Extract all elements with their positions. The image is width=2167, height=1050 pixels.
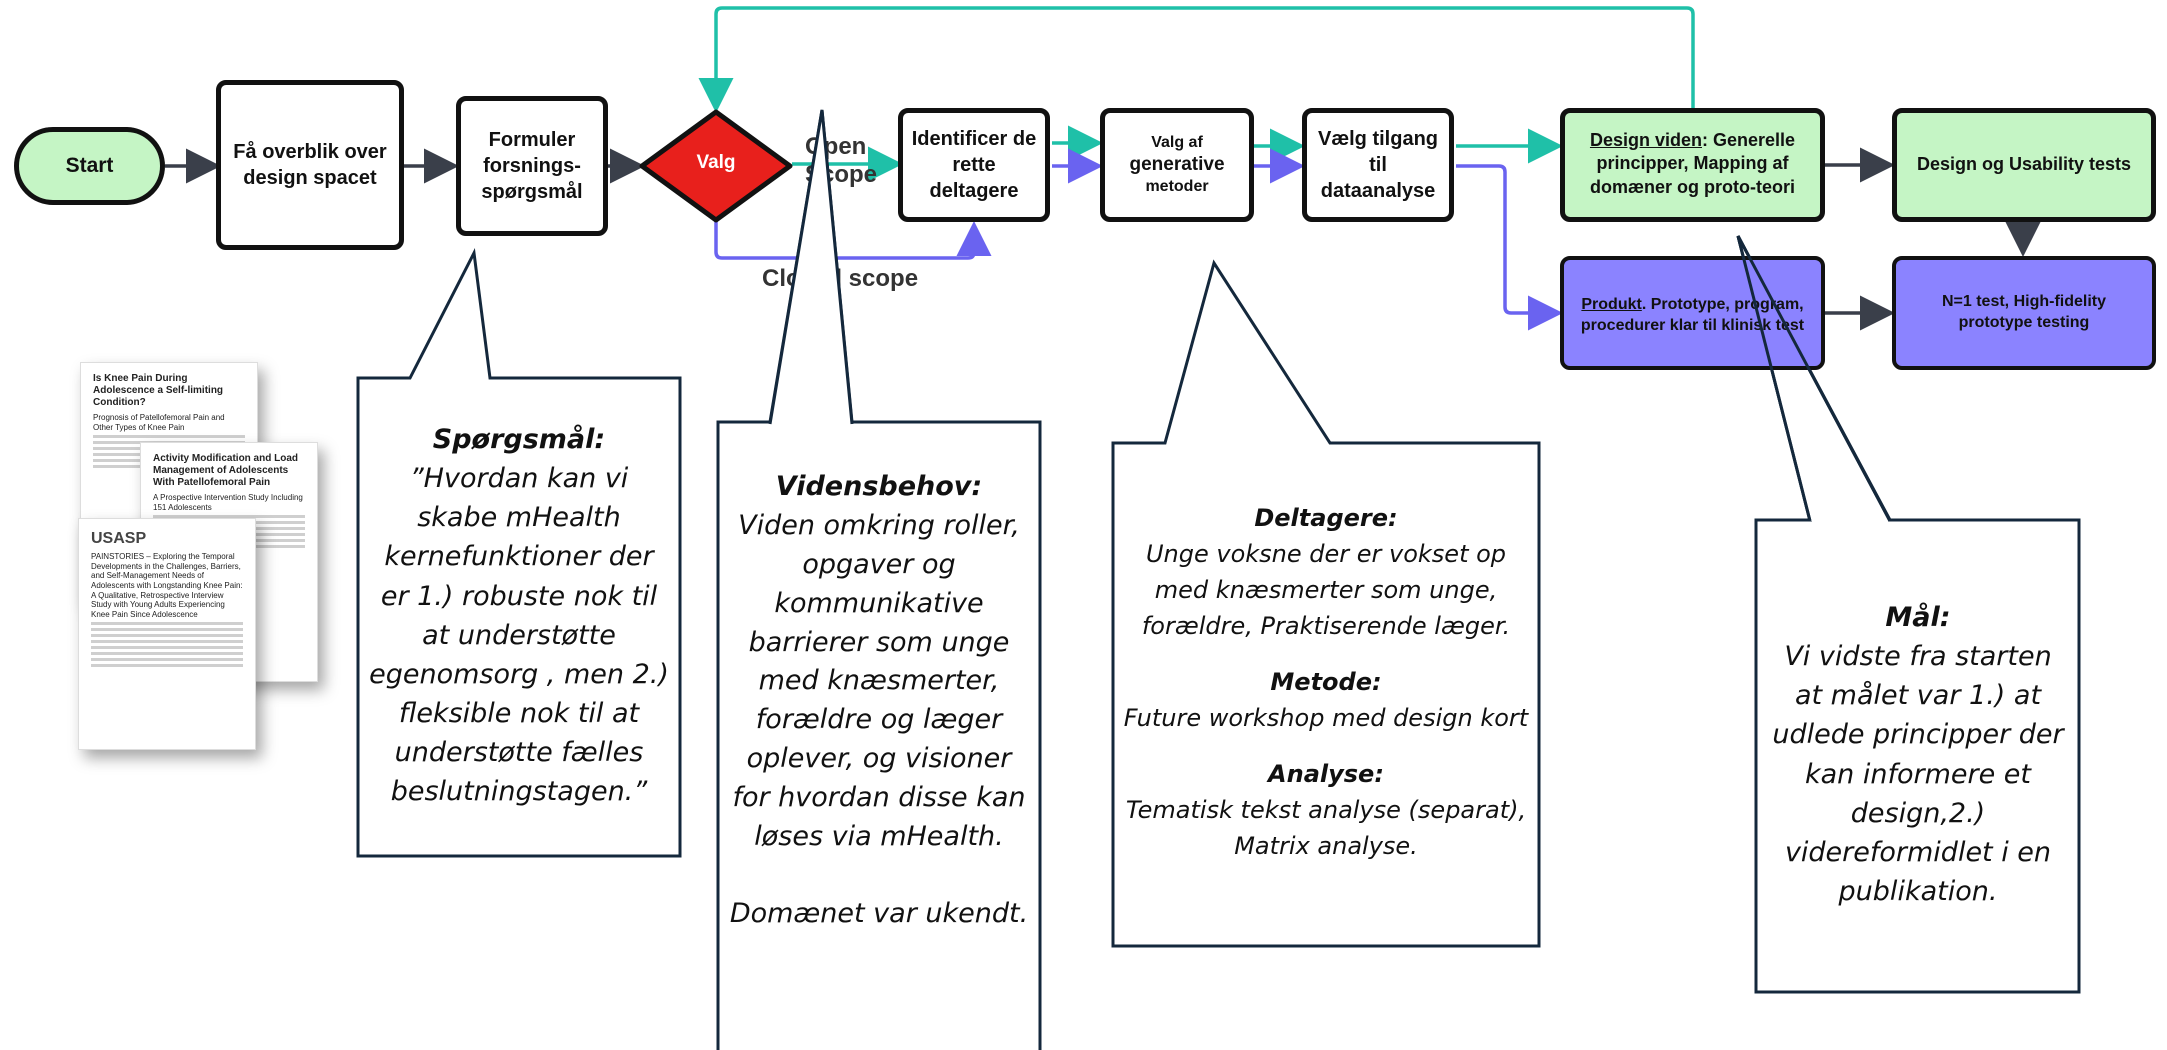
valg-label: Valg [696, 152, 736, 173]
paper-2-subtitle: A Prospective Intervention Study Includi… [153, 493, 303, 512]
valg-generative-node: Valg af generative metoder [1100, 108, 1254, 222]
callout-deltagere-h1: Deltagere: [1254, 504, 1398, 532]
valg-generative-line1: Valg af [1151, 134, 1203, 152]
valg-generative-line2: generative [1129, 154, 1225, 176]
callout-sporgsmal-body: ”Hvordan kan vi skabe mHealth kernefunkt… [369, 463, 669, 808]
valg-diamond [639, 109, 793, 223]
formuler-node: Formuler forsnings-spørgsmål [456, 96, 608, 236]
overblik-node: Få overblik over design spacet [216, 80, 404, 250]
paper-1-subtitle: Prognosis of Patellofemoral Pain and Oth… [93, 413, 225, 432]
callout-deltagere: Deltagere: Unge voksne der er vokset op … [1123, 500, 1529, 864]
callout-analyse-heading: Analyse: [1268, 760, 1384, 788]
produkt-title: Produkt [1581, 296, 1642, 313]
callout-maal-body: Vi vidste fra starten at målet var 1.) a… [1772, 641, 2064, 907]
callout-sporgsmal-shape [356, 248, 682, 858]
callout-sporgsmal-heading: Spørgsmål: [432, 424, 606, 455]
callout-metode-body: Future workshop med design kort [1123, 704, 1529, 732]
callout-analyse-body: Tematisk tekst analyse (separat), Matrix… [1125, 796, 1527, 860]
callout-deltagere-shape [1111, 259, 1541, 948]
callout-vidensbehov: Vidensbehov: Viden omkring roller, opgav… [728, 468, 1030, 934]
n1-test-node: N=1 test, High-fidelity prototype testin… [1892, 256, 2156, 370]
arrow-tilgang-produkt [1456, 164, 1563, 331]
paper-1-title: Is Knee Pain During Adolescence a Self-l… [93, 373, 224, 408]
paper-3-title: USASP [91, 530, 147, 547]
callout-maal: Mål: Vi vidste fra starten at målet var … [1768, 598, 2068, 911]
valg-generative-line3: metoder [1145, 177, 1209, 195]
produkt-node: Produkt. Prototype, program, procedurer … [1560, 256, 1825, 370]
callout-sporgsmal: Spørgsmål: ”Hvordan kan vi skabe mHealth… [368, 420, 670, 811]
callout-deltagere-b1: Unge voksne der er vokset op med knæsmer… [1141, 540, 1511, 640]
callout-maal-heading: Mål: [1885, 602, 1951, 633]
arrow-feedback-loop [698, 6, 1695, 113]
callout-vidensbehov-heading: Vidensbehov: [775, 471, 983, 502]
start-node: Start [14, 127, 165, 205]
paper-thumbnail-3: USASP PAINSTORIES – Exploring the Tempor… [78, 518, 256, 750]
paper-2-title: Activity Modification and Load Managemen… [153, 453, 299, 488]
callout-metode-heading: Metode: [1270, 668, 1382, 696]
arrow-closed-scope [714, 220, 992, 260]
identificer-node: Identificer de rette deltagere [898, 108, 1050, 222]
design-viden-title: Design viden [1589, 130, 1702, 150]
design-viden-node: Design viden: Generelle principper, Mapp… [1560, 108, 1825, 222]
design-viden-rest: : Generelle principper, Mapping af domæn… [1590, 130, 1796, 197]
callout-vidensbehov-note: Domænet var ukendt. [729, 897, 1029, 929]
callout-vidensbehov-body: Viden omkring roller, opgaver og kommuni… [732, 509, 1026, 852]
paper-3-subtitle: PAINSTORIES – Exploring the Temporal Dev… [91, 552, 243, 619]
design-usability-node: Design og Usability tests [1892, 108, 2156, 222]
vaelg-tilgang-node: Vælg tilgang til dataanalyse [1302, 108, 1454, 222]
